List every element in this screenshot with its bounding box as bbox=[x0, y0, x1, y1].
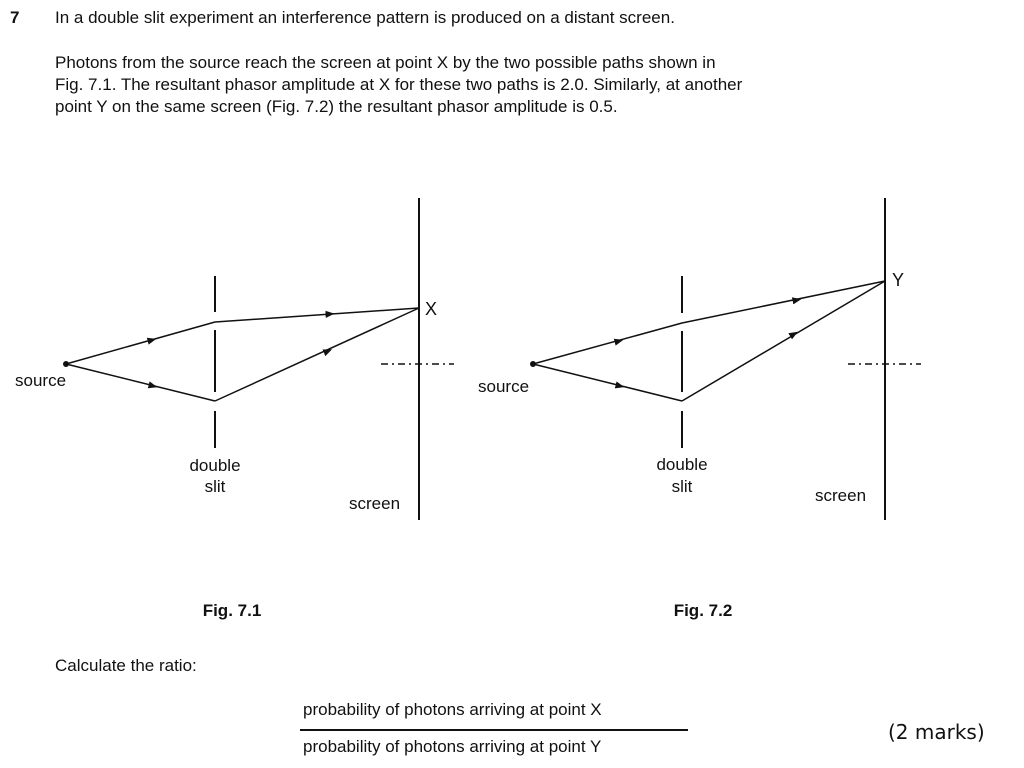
figure-7-1: source double slit screen X Fig. 7.1 bbox=[15, 198, 454, 620]
path-upper-segment-2 bbox=[681, 280, 886, 324]
paragraph-line: Fig. 7.1. The resultant phasor amplitude… bbox=[55, 75, 743, 94]
figure-caption: Fig. 7.2 bbox=[674, 601, 733, 620]
point-x-label: X bbox=[425, 299, 437, 319]
slit-label: double bbox=[656, 455, 707, 474]
source-label: source bbox=[478, 377, 529, 396]
path-upper-segment-1 bbox=[65, 321, 216, 365]
arrow-icon bbox=[322, 349, 333, 357]
fraction-bar bbox=[300, 729, 688, 731]
screen-label: screen bbox=[349, 494, 400, 513]
path-lower-segment-1 bbox=[65, 363, 216, 402]
paragraph-line: Photons from the source reach the screen… bbox=[55, 53, 716, 72]
path-lower-segment-1 bbox=[532, 363, 683, 402]
screen-label: screen bbox=[815, 486, 866, 505]
marks-label: (2 marks) bbox=[888, 720, 985, 744]
question-number: 7 bbox=[10, 8, 20, 27]
source-label: source bbox=[15, 371, 66, 390]
paragraph-line: point Y on the same screen (Fig. 7.2) th… bbox=[55, 97, 618, 116]
slit-label: slit bbox=[672, 477, 693, 496]
path-lower-segment-2 bbox=[214, 307, 420, 402]
slit-label: double bbox=[189, 456, 240, 475]
path-lower-segment-2 bbox=[681, 280, 886, 402]
slit-label: slit bbox=[205, 477, 226, 496]
figure-7-2: source double slit screen Y Fig. 7.2 bbox=[478, 198, 921, 620]
question-paragraph: Photons from the source reach the screen… bbox=[55, 52, 935, 118]
path-upper-segment-2 bbox=[214, 307, 420, 323]
point-y-label: Y bbox=[892, 270, 904, 290]
ratio-denominator: probability of photons arriving at point… bbox=[303, 737, 602, 756]
ratio-numerator: probability of photons arriving at point… bbox=[303, 700, 602, 719]
figure-caption: Fig. 7.1 bbox=[203, 601, 262, 620]
question-intro: In a double slit experiment an interfere… bbox=[55, 8, 675, 27]
path-upper-segment-1 bbox=[532, 322, 683, 365]
task-instruction: Calculate the ratio: bbox=[55, 656, 197, 675]
